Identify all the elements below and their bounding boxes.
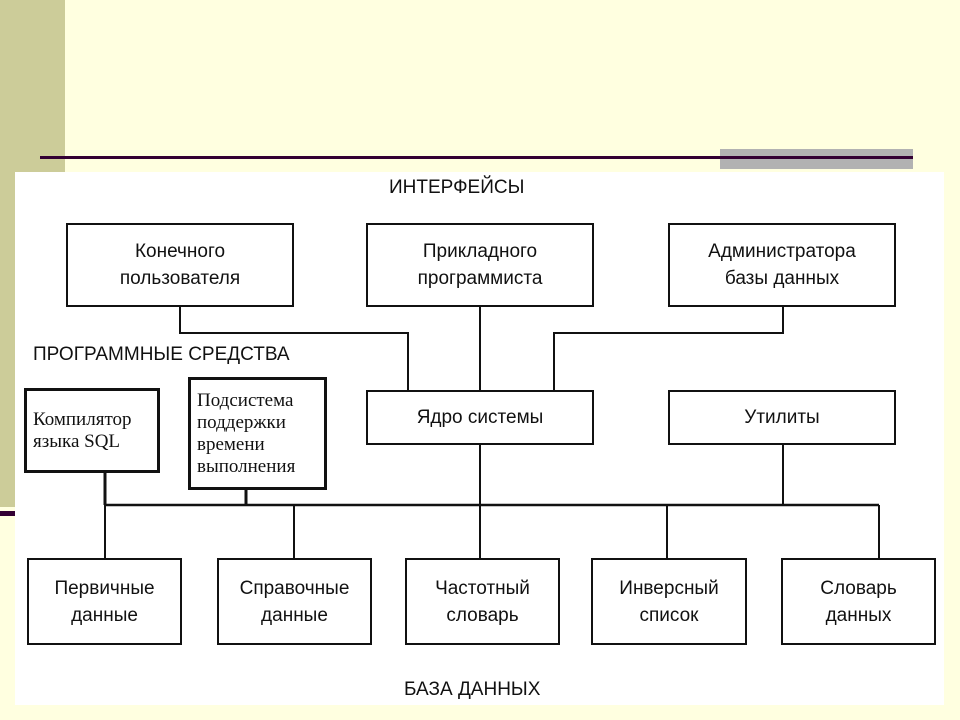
section-label-software: ПРОГРАММНЫЕ СРЕДСТВА — [33, 344, 290, 365]
sidebar-divider — [0, 511, 15, 516]
dbms-architecture-diagram: ИНТЕРФЕЙСЫ ПРОГРАММНЫЕ СРЕДСТВА БАЗА ДАН… — [15, 172, 944, 705]
connector-lines — [103, 306, 880, 559]
interface-app-programmer: Прикладного программиста — [366, 223, 594, 307]
software-sql-compiler: Компилятор языка SQL — [24, 388, 160, 473]
section-label-interfaces: ИНТЕРФЕЙСЫ — [389, 177, 525, 198]
connector-db-admin-kernel — [553, 306, 784, 390]
connector-end-user-kernel — [179, 306, 409, 390]
title-rule — [40, 156, 913, 159]
title-accent-block — [720, 149, 913, 169]
section-label-database: БАЗА ДАННЫХ — [404, 679, 541, 700]
db-primary-data: Первичные данные — [27, 558, 182, 645]
software-utilities: Утилиты — [668, 390, 896, 445]
title-rule-accent — [720, 156, 913, 159]
db-reference-data: Справочные данные — [217, 558, 372, 645]
software-kernel: Ядро системы — [366, 390, 594, 445]
interface-db-admin: Администратора базы данных — [668, 223, 896, 307]
db-frequency-dictionary: Частотный словарь — [405, 558, 560, 645]
db-data-dictionary: Словарь данных — [781, 558, 936, 645]
software-runtime-subsystem: Подсистема поддержки времени выполнения — [188, 377, 327, 490]
interface-end-user: Конечного пользователя — [66, 223, 294, 307]
db-inverted-list: Инверсный список — [591, 558, 747, 645]
